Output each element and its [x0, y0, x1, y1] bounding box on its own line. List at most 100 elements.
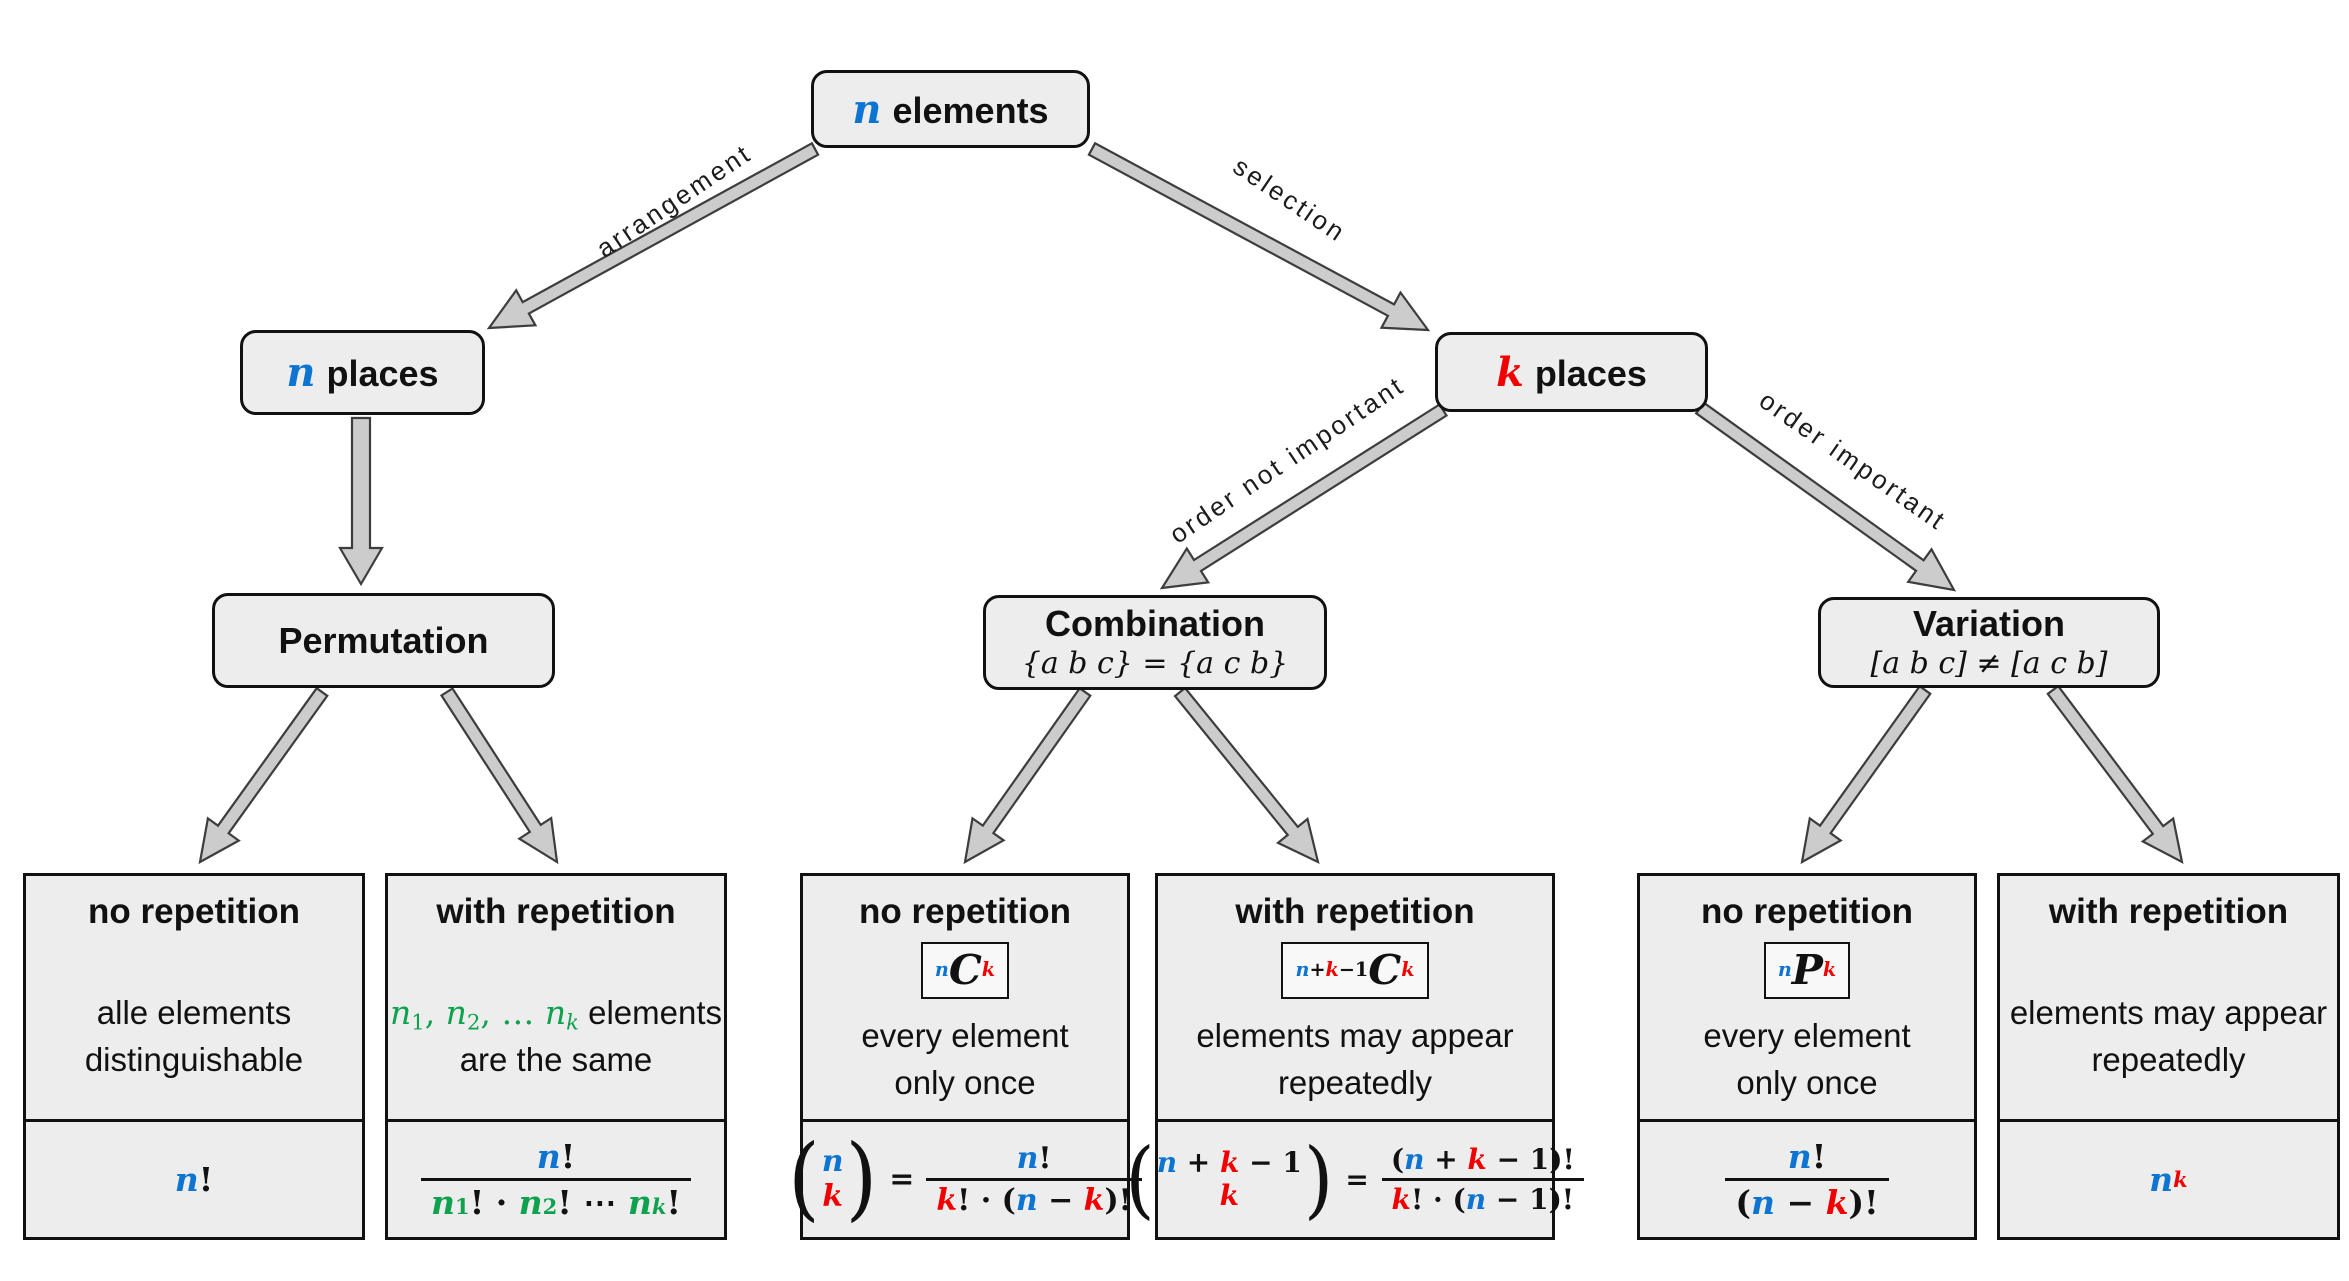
math-token: repeatedly [2091, 1040, 2246, 1078]
left-paren: ( [1125, 1129, 1155, 1229]
binomial-top: n + k − 1 [1157, 1147, 1302, 1179]
math-token: alle elements [96, 994, 292, 1031]
math-token: − 1 [1486, 1143, 1550, 1176]
node-n-places: n places [240, 330, 485, 415]
body-line: repeatedly [1196, 1060, 1513, 1107]
math-token: only once [1736, 1063, 1878, 1101]
fraction: n!k! · (n − k)! [926, 1139, 1142, 1220]
math-token: n [821, 1144, 844, 1179]
math-token: )! [1848, 1183, 1879, 1222]
node-label: places [1534, 352, 1647, 394]
card-title: with repetition [436, 892, 676, 931]
math-token: ( [1735, 1183, 1751, 1222]
math-token: k [651, 1194, 667, 1219]
math-token: k [1325, 958, 1339, 981]
math-token: distinguishable [84, 1040, 304, 1078]
math-token: − [1775, 1183, 1826, 1222]
node-permutation: Permutation [212, 593, 555, 688]
math-token: 1 [411, 1009, 425, 1035]
math-token: P [1791, 945, 1823, 994]
math-token: elements may appear [2009, 994, 2328, 1031]
left-paren: ( [788, 1126, 820, 1232]
card-top: with repetition elements may appear repeat… [2000, 876, 2337, 1119]
math-token: , [424, 993, 446, 1032]
binomial-bottom: k [822, 1178, 844, 1215]
card-variation-with-repetition: with repetition elements may appear repeat… [1997, 873, 2340, 1240]
var-k: k [1496, 348, 1524, 396]
math-token: k [1391, 1183, 1411, 1216]
math-token: ! · ( [957, 1183, 1016, 1218]
body-line: n1, n2, … nk elements [390, 990, 722, 1037]
card-formula: n! [26, 1119, 362, 1237]
math-token: )! [1548, 1183, 1575, 1216]
math-token: k [2173, 1167, 2188, 1192]
math-token: n [1295, 958, 1310, 981]
node-subtitle: {a b c} = {a c b} [1021, 646, 1289, 682]
math-token: − 1 [1239, 1146, 1302, 1180]
denominator: k! · (n − k)! [926, 1178, 1142, 1220]
flow-arrow [1694, 401, 1957, 592]
math-token: k [1083, 1183, 1105, 1218]
var-n: n [286, 349, 316, 396]
node-label: places [326, 353, 439, 394]
flow-arrow [1173, 686, 1320, 864]
card-body: every element only once [1703, 1013, 1910, 1107]
flow-arrow [198, 686, 329, 865]
body-line: alle elements [85, 990, 303, 1037]
math-token: − [1037, 1183, 1084, 1218]
node-n-elements: n elements [811, 70, 1090, 148]
card-title: no repetition [859, 892, 1071, 931]
math-token: every element [1703, 1017, 1911, 1054]
math-token: n [1787, 1137, 1812, 1176]
math-token: k [1822, 958, 1837, 981]
math-token: n [1404, 1143, 1425, 1176]
math-token: k [936, 1183, 958, 1218]
math-token: k [1219, 1178, 1239, 1212]
math-token: C [948, 945, 982, 994]
math-token: + [1177, 1146, 1221, 1180]
math-token: n [544, 993, 567, 1032]
math-token: only once [894, 1063, 1036, 1101]
math-token: ! [666, 1183, 682, 1222]
body-line: only once [861, 1060, 1068, 1107]
body-line: distinguishable [85, 1037, 303, 1084]
fraction: (n + k − 1)!k! · (n − 1)! [1381, 1141, 1585, 1218]
binomial-bottom: k [1219, 1178, 1239, 1212]
math-token: = [889, 1162, 915, 1197]
numerator: n! [1007, 1139, 1062, 1178]
math-token: n [389, 993, 412, 1032]
node-k-places: k places [1435, 332, 1708, 412]
card-body: elements may appear repeatedly [2010, 990, 2327, 1084]
flow-arrow [2046, 684, 2184, 865]
math-token: k [981, 958, 996, 981]
node-combination: Combination {a b c} = {a c b} [983, 595, 1327, 690]
card-title: with repetition [2048, 892, 2289, 931]
math-token: ! [557, 1183, 572, 1222]
math-token: k [822, 1178, 844, 1214]
node-title: Variation [1912, 602, 2066, 644]
math-token: n [536, 1137, 561, 1176]
card-title: no repetition [1701, 892, 1913, 931]
body-line: every element [861, 1013, 1068, 1060]
math-token: ! [198, 1160, 214, 1199]
card-title: with repetition [1235, 892, 1475, 931]
flow-arrow [1159, 402, 1449, 590]
